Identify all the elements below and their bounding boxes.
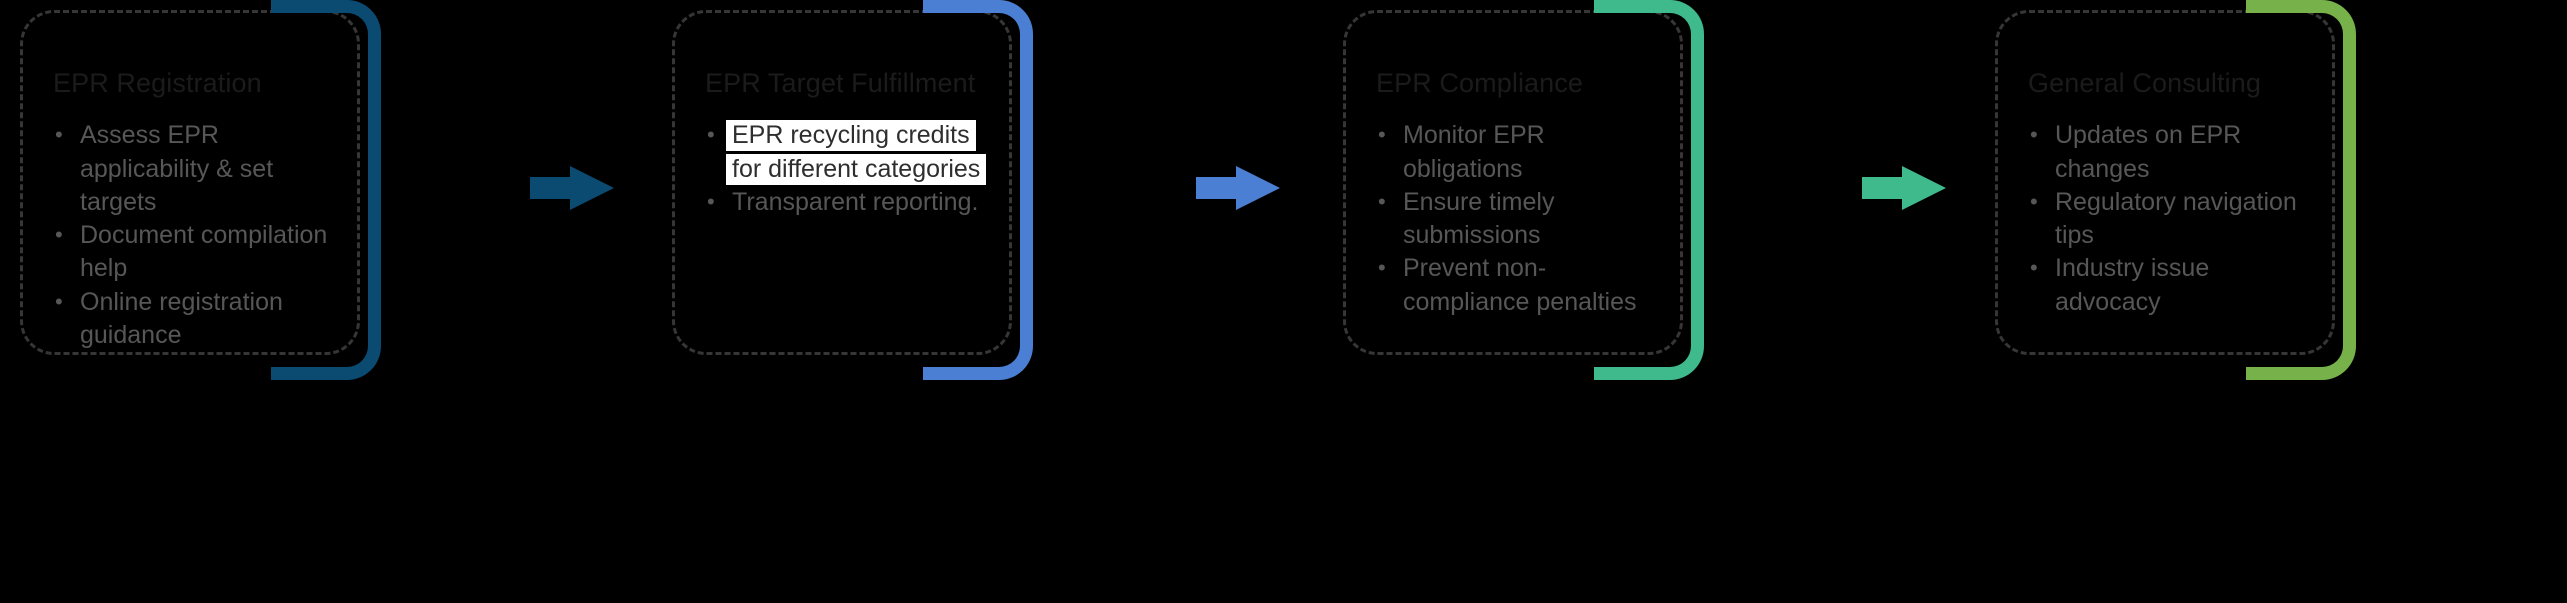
step-title: General Consulting [2028, 68, 2261, 98]
step-title: EPR Compliance [1376, 68, 1583, 98]
bullet-text: Industry issue advocacy [2055, 254, 2210, 316]
step-card[interactable]: General Consulting Updates on EPR change… [1995, 10, 2335, 355]
step-bullet-list: Monitor EPR obligations Ensure timely su… [1376, 119, 1654, 319]
bullet-text: Online registration guidance [80, 287, 283, 349]
arrow-right-icon-bar [1196, 177, 1240, 199]
step-card[interactable]: EPR Target Fulfillment EPR recycling cre… [672, 10, 1012, 355]
connector-arrow-2 [1196, 166, 1280, 210]
step-bullet-list: Updates on EPR changes Regulatory naviga… [2028, 119, 2306, 319]
bullet-item: Updates on EPR changes [2028, 119, 2306, 186]
bullet-item: Monitor EPR obligations [1376, 119, 1654, 186]
bullet-text: Regulatory navigation tips [2055, 187, 2297, 250]
flow-step-epr-registration[interactable]: EPR Registration Assess EPR applicabilit… [20, 0, 381, 380]
bullet-text: EPR recycling credits for different cate… [732, 120, 981, 185]
arrow-right-icon-bar [1862, 177, 1906, 199]
bullet-text: Ensure timely submissions [1403, 187, 1555, 250]
bullet-text: Assess EPR applicability & set targets [80, 121, 274, 216]
arrow-right-icon [570, 166, 614, 210]
flow-step-epr-compliance[interactable]: EPR Compliance Monitor EPR obligations E… [1343, 0, 1704, 380]
connector-arrow-3 [1862, 166, 1946, 210]
arrow-right-icon [1902, 166, 1946, 210]
bullet-item: Industry issue advocacy [2028, 252, 2306, 319]
bullet-text: Prevent non-compliance penalties [1403, 254, 1637, 316]
step-card[interactable]: EPR Compliance Monitor EPR obligations E… [1343, 10, 1683, 355]
arrow-right-icon-bar [530, 177, 574, 199]
step-card[interactable]: EPR Registration Assess EPR applicabilit… [20, 10, 360, 355]
arrow-right-icon [1236, 166, 1280, 210]
step-bullet-list: EPR recycling credits for different cate… [705, 119, 983, 219]
bullet-item: Prevent non-compliance penalties [1376, 252, 1654, 319]
bullet-item: Ensure timely submissions [1376, 186, 1654, 253]
bullet-item: Assess EPR applicability & set targets [53, 119, 331, 219]
flow-step-general-consulting[interactable]: General Consulting Updates on EPR change… [1995, 0, 2356, 380]
step-title: EPR Registration [53, 68, 262, 98]
bullet-text: Monitor EPR obligations [1403, 121, 1545, 183]
connector-arrow-1 [530, 166, 614, 210]
step-bullet-list: Assess EPR applicability & set targets D… [53, 119, 331, 352]
flow-step-epr-target-fulfillment[interactable]: EPR Target Fulfillment EPR recycling cre… [672, 0, 1033, 380]
bullet-item: Document compilation help [53, 219, 331, 286]
bullet-text: Transparent reporting. [732, 187, 979, 216]
bullet-text: Document compilation help [80, 221, 328, 283]
bullet-text: Updates on EPR changes [2055, 121, 2242, 183]
bullet-item: Regulatory navigation tips [2028, 186, 2306, 253]
bullet-item-highlighted[interactable]: EPR recycling credits for different cate… [705, 119, 983, 186]
bullet-item: Online registration guidance [53, 286, 331, 353]
step-title: EPR Target Fulfillment [705, 68, 976, 98]
bullet-item: Transparent reporting. [705, 186, 983, 219]
